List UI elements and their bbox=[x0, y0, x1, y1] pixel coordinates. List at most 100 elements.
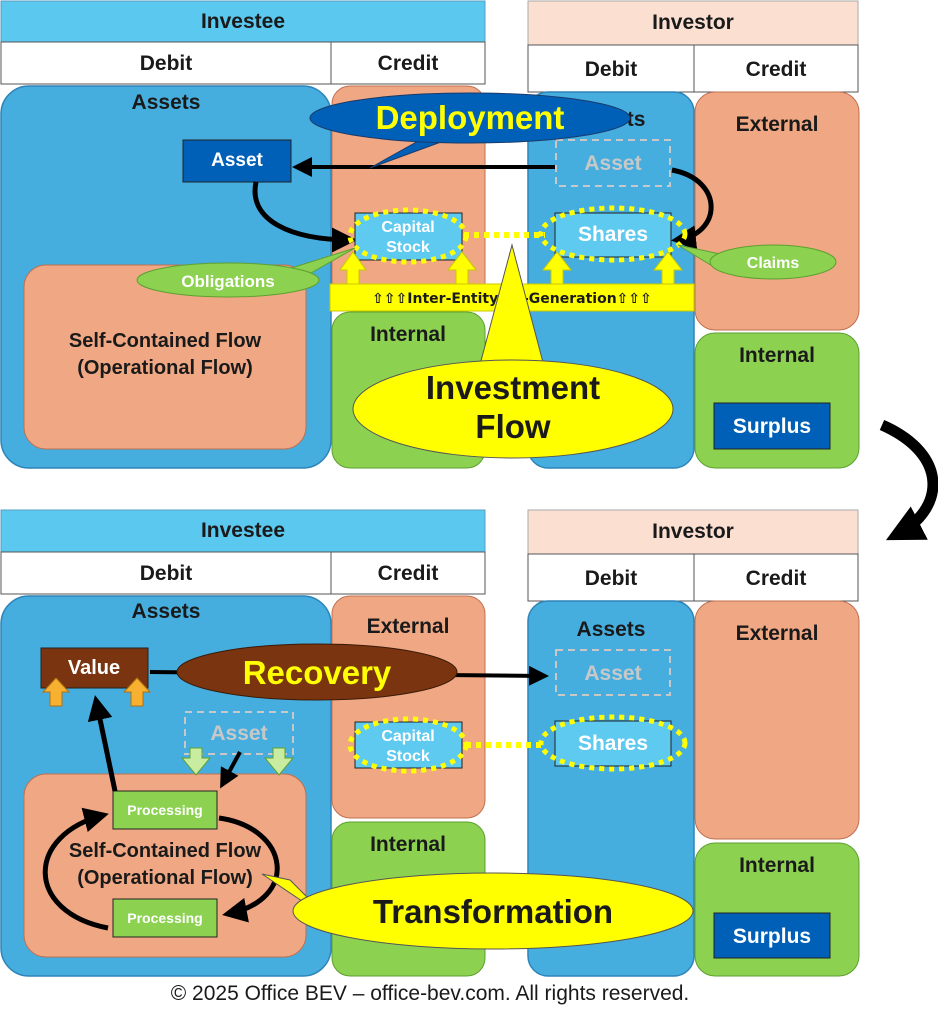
surplus-box-b bbox=[713, 912, 831, 959]
value-label: Value bbox=[68, 657, 120, 679]
investor-header-label: Investor bbox=[652, 11, 734, 34]
investor-ghost-asset bbox=[555, 139, 671, 187]
investor-assets-label-b: Assets bbox=[577, 618, 646, 641]
self-contained-flow-block bbox=[23, 264, 307, 450]
investee-ghost-asset-label-b: Asset bbox=[210, 722, 267, 745]
investee-internal-label: Internal bbox=[370, 323, 446, 346]
shares-box-b bbox=[554, 720, 672, 767]
processing-label-bottom: Processing bbox=[127, 910, 202, 926]
operational-flow-label-b: (Operational Flow) bbox=[77, 867, 253, 889]
obligations-label: Obligations bbox=[181, 272, 275, 291]
investee-credit-label-b: Credit bbox=[378, 562, 439, 585]
orange-up-arrow-right bbox=[122, 677, 152, 707]
up-arrow-1 bbox=[339, 251, 367, 287]
investee-debit-label: Debit bbox=[140, 52, 193, 75]
deployment-callout bbox=[309, 92, 631, 144]
asset-to-shares-arrow bbox=[671, 167, 714, 251]
capital-stock-label-line2-b: Stock bbox=[386, 748, 430, 765]
cycle-arrow-right bbox=[218, 815, 280, 923]
investee-credit-header bbox=[330, 41, 486, 85]
investee-header-b bbox=[0, 509, 486, 553]
investor-header-label-b: Investor bbox=[652, 520, 734, 543]
self-contained-flow-label-b: Self-Contained Flow bbox=[69, 840, 262, 862]
investor-header bbox=[527, 0, 859, 46]
investor-debit-label-b: Debit bbox=[585, 567, 638, 590]
shares-dotted-ring-b bbox=[538, 714, 688, 772]
up-arrow-3 bbox=[541, 251, 573, 287]
investment-flow-callout bbox=[352, 359, 674, 459]
investee-debit-header-b bbox=[0, 551, 332, 595]
investor-ghost-asset-label-b: Asset bbox=[584, 662, 641, 685]
investee-asset-box bbox=[182, 139, 292, 183]
investor-credit-header bbox=[693, 44, 859, 93]
self-contained-flow-label: Self-Contained Flow bbox=[69, 330, 262, 352]
asset-to-capital-arrow bbox=[252, 181, 357, 253]
surplus-box bbox=[713, 402, 831, 450]
recovery-callout bbox=[176, 643, 458, 701]
investor-ghost-asset-b bbox=[555, 649, 671, 696]
shares-label-b: Shares bbox=[578, 732, 648, 755]
shares-box bbox=[554, 212, 672, 258]
deployment-label: Deployment bbox=[376, 99, 565, 136]
investor-debit-label: Debit bbox=[585, 58, 638, 81]
top-panel: Investee Debit Credit Investor Debit Cre… bbox=[0, 0, 860, 469]
obligations-callout bbox=[136, 262, 320, 298]
transition-arrow bbox=[879, 419, 938, 541]
asset-to-processing-arrow bbox=[220, 751, 242, 789]
claims-label: Claims bbox=[747, 255, 800, 272]
capital-stock-dotted-ring-b bbox=[347, 716, 469, 774]
investor-external-label-b: External bbox=[736, 622, 819, 645]
surplus-label: Surplus bbox=[733, 415, 811, 438]
investee-credit-label: Credit bbox=[378, 52, 439, 75]
investor-credit-label: Credit bbox=[746, 58, 807, 81]
surplus-label-b: Surplus bbox=[733, 925, 811, 948]
claims-callout bbox=[709, 244, 837, 280]
recovery-label: Recovery bbox=[243, 654, 392, 691]
processing-label-top: Processing bbox=[127, 802, 202, 818]
processing-to-value-arrow bbox=[87, 695, 118, 792]
investor-header-b bbox=[527, 509, 859, 555]
investor-credit-label-b: Credit bbox=[746, 567, 807, 590]
transformation-label: Transformation bbox=[373, 893, 613, 930]
investee-external-label-b: External bbox=[367, 615, 450, 638]
investee-header bbox=[0, 0, 486, 43]
up-arrow-2 bbox=[446, 251, 478, 287]
investor-credit-header-b bbox=[693, 553, 859, 602]
processing-box-top bbox=[112, 790, 218, 830]
investee-assets-label: Assets bbox=[132, 91, 201, 114]
capital-stock-box bbox=[354, 212, 463, 261]
investee-header-label-b: Investee bbox=[201, 519, 285, 542]
capital-stock-label-line2: Stock bbox=[386, 239, 430, 256]
investment-flow-label-line1: Investment bbox=[426, 369, 600, 406]
investee-header-label: Investee bbox=[201, 10, 285, 33]
capital-stock-label-line1: Capital bbox=[381, 219, 434, 236]
investee-credit-header-b bbox=[330, 551, 486, 595]
investor-external-block-b bbox=[694, 600, 860, 840]
capital-stock-label-line1-b: Capital bbox=[381, 728, 434, 745]
bottom-panel: Investee Debit Credit Investor Debit Cre… bbox=[0, 509, 860, 977]
shares-label: Shares bbox=[578, 223, 648, 246]
investor-internal-label: Internal bbox=[739, 344, 815, 367]
investment-flow-label-line2: Flow bbox=[475, 408, 550, 445]
orange-up-arrow-left bbox=[41, 677, 71, 707]
investor-external-label: External bbox=[736, 113, 819, 136]
down-arrow-right bbox=[263, 747, 295, 776]
down-arrow-left bbox=[180, 747, 212, 776]
shares-dotted-ring bbox=[538, 205, 688, 263]
capital-stock-dotted-ring bbox=[347, 207, 469, 265]
investee-asset-label: Asset bbox=[211, 150, 263, 171]
capital-stock-box-b bbox=[354, 721, 463, 769]
investor-internal-label-b: Internal bbox=[739, 854, 815, 877]
investee-debit-header bbox=[0, 41, 332, 85]
up-arrow-4 bbox=[652, 251, 684, 287]
cycle-arrow-left bbox=[42, 807, 109, 931]
investee-assets-label-b: Assets bbox=[132, 600, 201, 623]
investor-debit-header bbox=[527, 44, 695, 93]
operational-flow-label: (Operational Flow) bbox=[77, 357, 253, 379]
investor-ghost-asset-label: Asset bbox=[584, 152, 641, 175]
tail-join bbox=[477, 368, 546, 374]
investee-debit-label-b: Debit bbox=[140, 562, 193, 585]
copyright-notice: © 2025 Office BEV – office-bev.com. All … bbox=[171, 982, 690, 1005]
investee-internal-label-b: Internal bbox=[370, 833, 446, 856]
